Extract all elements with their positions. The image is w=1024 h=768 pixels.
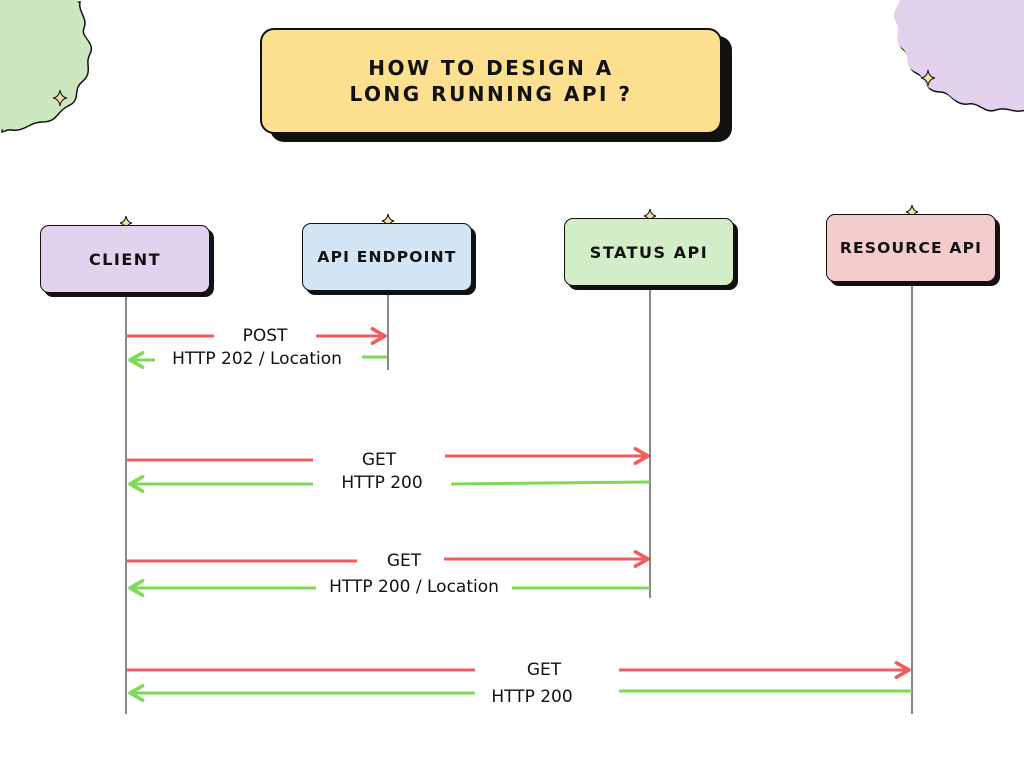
get-status-response-label: HTTP 200 xyxy=(341,473,423,493)
sparkle-icon xyxy=(920,69,936,87)
get-status2-response-label: HTTP 200 / Location xyxy=(329,577,499,597)
actor-api-endpoint: API ENDPOINT xyxy=(302,223,472,291)
get-resource-response-label: HTTP 200 xyxy=(491,687,573,707)
post-request-label: POST xyxy=(242,326,288,346)
get-status-response-arrow-right xyxy=(450,480,651,486)
title-line-1: HOW TO DESIGN A xyxy=(368,56,614,80)
actor-resource-api: RESOURCE API xyxy=(826,214,996,282)
post-response-label: HTTP 202 / Location xyxy=(172,349,342,369)
actor-client: CLIENT xyxy=(40,225,210,293)
sparkle-icon xyxy=(52,89,68,107)
get-resource-request-label: GET xyxy=(526,660,562,680)
get-status2-request-label: GET xyxy=(386,551,422,571)
actor-status-api: STATUS API xyxy=(564,218,734,286)
decorative-blob-purple xyxy=(893,0,1024,112)
title-line-2: LONG RUNNING API ? xyxy=(349,82,633,106)
title-card: HOW TO DESIGN A LONG RUNNING API ? xyxy=(260,28,722,134)
decorative-blob-green xyxy=(0,0,93,133)
get-status-request-label: GET xyxy=(361,450,397,470)
